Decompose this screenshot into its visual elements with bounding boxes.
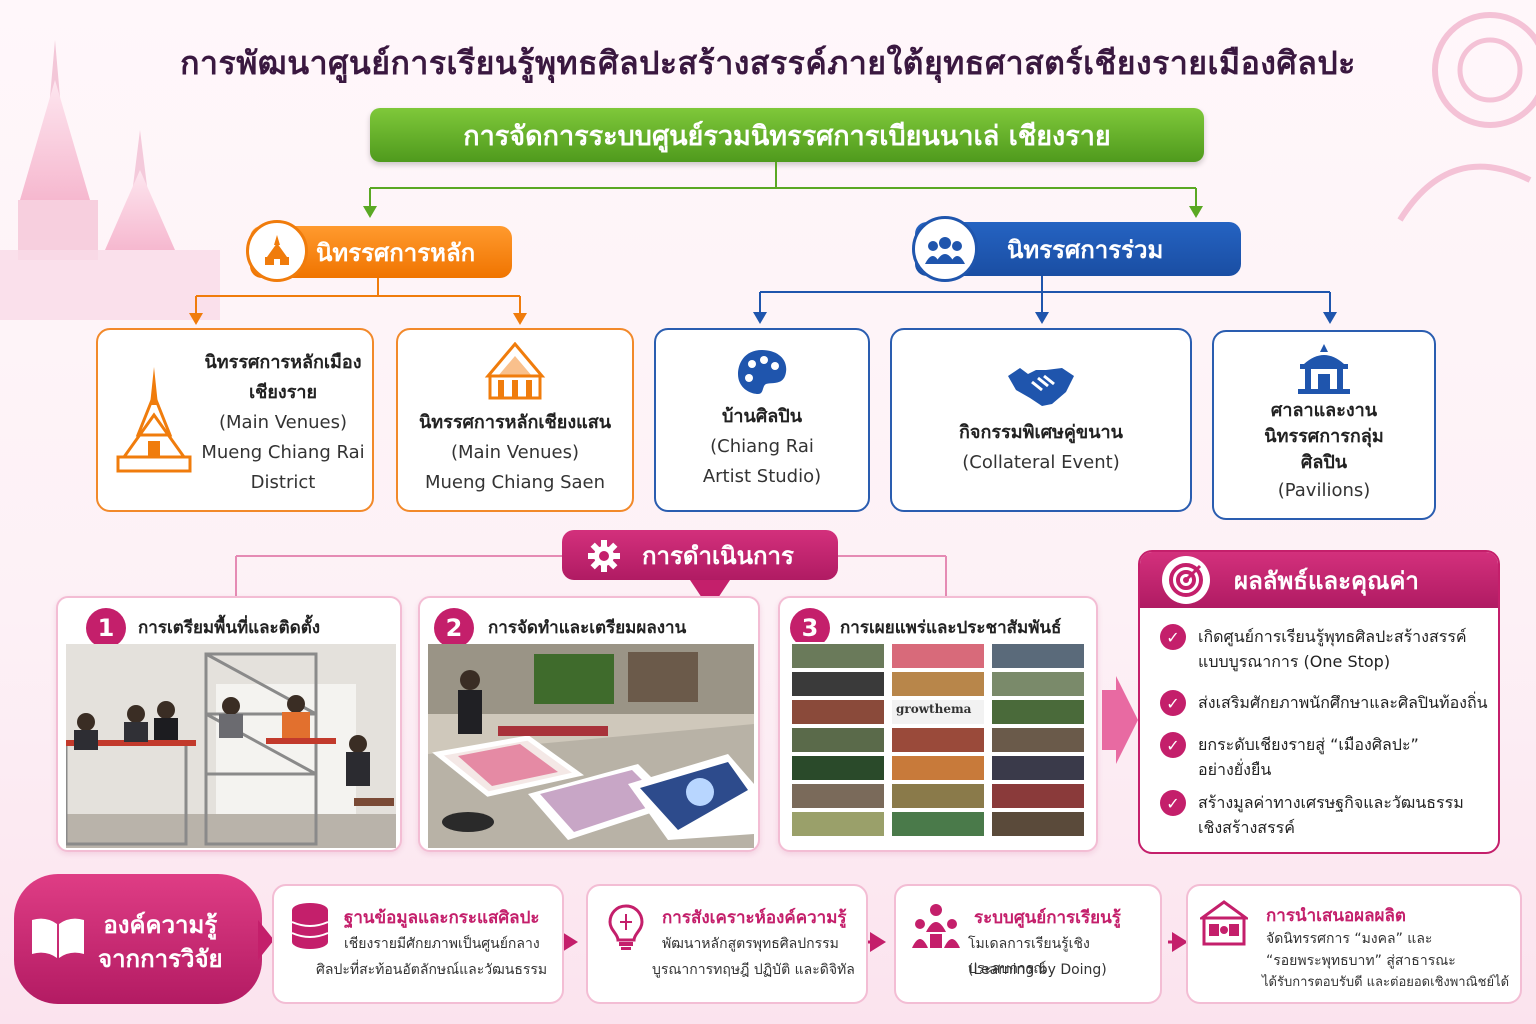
collateral-exhibition-label: นิทรรศการร่วม xyxy=(1007,235,1164,264)
step-number: 2 xyxy=(434,608,474,648)
collateral-subtitle: (Pavilions) xyxy=(1277,480,1371,501)
installation-photo xyxy=(66,644,396,848)
pavilions-card: ศาลาและงาน นิทรรศการกลุ่ม ศิลปิน (Pavili… xyxy=(1212,330,1436,520)
people-group-icon xyxy=(912,216,978,282)
step-panel-2: 2 การจัดทำและเตรียมผลงาน xyxy=(418,596,760,852)
step-label: การเตรียมพื้นที่และติดตั้ง xyxy=(138,618,321,638)
result-text: ส่งเสริมศักยภาพนักศึกษาและศิลปินท้องถิ่น xyxy=(1198,693,1488,712)
results-label: ผลลัพธ์และคุณค่า xyxy=(1234,566,1419,595)
target-icon xyxy=(1162,556,1210,604)
knowledge-card-text: ศิลปะที่สะท้อนอัตลักษณ์และวัฒนธรรม xyxy=(316,962,548,978)
knowledge-card-title: ฐานข้อมูลและกระแสศิลปะ xyxy=(344,908,540,928)
knowledge-card-learning-system: ระบบศูนย์การเรียนรู้ โมเดลการเรียนรู้เชิ… xyxy=(894,884,1162,1004)
collateral-title-line: นิทรรศการกลุ่ม xyxy=(1264,426,1384,447)
venue-title-line: เชียงราย xyxy=(248,382,318,403)
database-icon xyxy=(291,903,329,949)
knowledge-card-synthesis: การสังเคราะห์องค์ความรู้ พัฒนาหลักสูตรพุ… xyxy=(586,884,868,1004)
knowledge-card-text: โมเดลการเรียนรู้เชิงประสบการณ์ xyxy=(968,936,1090,977)
step-number: 3 xyxy=(790,608,830,648)
collateral-title: กิจกรรมพิเศษคู่ขนาน xyxy=(959,422,1123,443)
step-label: การเผยแพร่และประชาสัมพันธ์ xyxy=(840,618,1062,638)
results-panel: ผลลัพธ์และคุณค่า ✓ เกิดศูนย์การเรียนรู้พ… xyxy=(1138,550,1500,854)
venue-chiang-saen-card: นิทรรศการหลักเชียงแสน (Main Venues) Muen… xyxy=(396,328,634,512)
collateral-event-card: กิจกรรมพิเศษคู่ขนาน (Collateral Event) xyxy=(890,328,1192,512)
knowledge-label-line: องค์ความรู้ xyxy=(103,911,218,939)
venue-title: นิทรรศการหลักเชียงแสน xyxy=(419,412,611,433)
knowledge-label-line: จากการวิจัย xyxy=(98,945,223,973)
result-text: เกิดศูนย์การเรียนรู้พุทธศิลปะสร้างสรรค์ xyxy=(1198,627,1467,646)
handshake-icon xyxy=(1008,368,1074,406)
check-icon: ✓ xyxy=(1160,790,1186,816)
result-item: ✓ ยกระดับเชียงรายสู่ “เมืองศิลปะ” อย่างยั… xyxy=(1160,732,1490,782)
collateral-subtitle: Artist Studio) xyxy=(702,466,822,487)
knowledge-card-title: ระบบศูนย์การเรียนรู้ xyxy=(974,908,1121,928)
result-item: ✓ ส่งเสริมศักยภาพนักศึกษาและศิลปินท้องถิ… xyxy=(1160,690,1490,716)
gallery-icon xyxy=(1200,900,1248,946)
gear-icon xyxy=(588,540,620,578)
pavilion-icon xyxy=(1298,344,1350,394)
check-icon: ✓ xyxy=(1160,624,1186,650)
knowledge-card-text: จัดนิทรรศการ “มงคล” และ xyxy=(1266,931,1433,947)
knowledge-card-text: พัฒนาหลักสูตรพุทธศิลปกรรม xyxy=(662,936,839,952)
knowledge-card-title: การนำเสนอผลผลิต xyxy=(1266,906,1406,926)
check-icon: ✓ xyxy=(1160,690,1186,716)
publicity-thumbnail-grid: growthema xyxy=(792,642,1090,848)
venue-title-line: นิทรรศการหลักเมือง xyxy=(204,352,362,373)
growthema-thumbnail-text: growthema xyxy=(896,702,972,716)
palette-icon xyxy=(738,350,787,394)
knowledge-card-text: “รอยพระพุทธบาท” สู่สาธารณะ xyxy=(1266,953,1456,969)
step-panel-1: 1 การเตรียมพื้นที่และติดตั้ง xyxy=(56,596,402,852)
knowledge-card-text: ได้รับการตอบรับดี และต่อยอดเชิงพาณิชย์ได… xyxy=(1262,975,1510,990)
result-text: อย่างยั่งยืน xyxy=(1198,760,1272,779)
venue-chiang-rai-card: นิทรรศการหลักเมือง เชียงราย (Main Venues… xyxy=(96,328,374,512)
knowledge-card-text: เชียงรายมีศักยภาพเป็นศูนย์กลาง xyxy=(344,936,540,952)
knowledge-card-text: บูรณาการทฤษฎี ปฏิบัติ และดิจิทัล xyxy=(652,962,855,978)
learners-icon xyxy=(912,904,960,948)
pagoda-icon xyxy=(116,367,192,473)
lightbulb-icon xyxy=(608,904,644,950)
result-item: ✓ เกิดศูนย์การเรียนรู้พุทธศิลปะสร้างสรรค… xyxy=(1160,624,1490,674)
temple-decoration xyxy=(0,40,220,320)
step-number: 1 xyxy=(86,608,126,648)
operations-label: การดำเนินการ xyxy=(642,541,794,570)
knowledge-pill: องค์ความรู้ จากการวิจัย xyxy=(14,874,262,1004)
floral-decoration xyxy=(1397,12,1536,222)
knowledge-card-text: (Learning by Doing) xyxy=(968,962,1107,978)
pill-arrow xyxy=(258,920,274,960)
knowledge-card-output: การนำเสนอผลผลิต จัดนิทรรศการ “มงคล” และ … xyxy=(1186,884,1522,1004)
artist-studio-card: บ้านศิลปิน (Chiang Rai Artist Studio) xyxy=(654,328,870,512)
step-panel-3: 3 การเผยแพร่และประชาสัมพันธ์ growthema xyxy=(778,596,1098,852)
venue-subtitle: (Main Venues) xyxy=(219,412,347,433)
knowledge-card-database: ฐานข้อมูลและกระแสศิลปะ เชียงรายมีศักยภาพ… xyxy=(272,884,564,1004)
result-text: สร้างมูลค่าทางเศรษฐกิจและวัฒนธรรม xyxy=(1198,793,1464,812)
collateral-subtitle: (Collateral Event) xyxy=(962,452,1120,473)
venue-subtitle: (Main Venues) xyxy=(451,442,579,463)
book-icon xyxy=(32,918,84,958)
knowledge-card-title: การสังเคราะห์องค์ความรู้ xyxy=(662,908,847,928)
artwork-preparation-photo xyxy=(428,644,754,848)
operations-pill: การดำเนินการ xyxy=(562,530,838,580)
collateral-subtitle: (Chiang Rai xyxy=(710,436,814,457)
system-banner: การจัดการระบบศูนย์รวมนิทรรศการเบียนนาเล่… xyxy=(370,108,1204,162)
venue-subtitle: Mueng Chiang Rai xyxy=(201,442,365,463)
result-text: ยกระดับเชียงรายสู่ “เมืองศิลปะ” xyxy=(1198,735,1419,754)
collateral-title-line: ศิลปิน xyxy=(1300,452,1348,473)
temple-hall-icon xyxy=(484,342,546,400)
collateral-title-line: ศาลาและงาน xyxy=(1270,400,1378,421)
main-exhibition-label: นิทรรศการหลัก xyxy=(316,238,476,267)
check-icon: ✓ xyxy=(1160,732,1186,758)
step-label: การจัดทำและเตรียมผลงาน xyxy=(488,618,687,638)
collateral-title: บ้านศิลปิน xyxy=(721,406,803,427)
page-title: การพัฒนาศูนย์การเรียนรู้พุทธศิลปะสร้างสร… xyxy=(180,44,1356,82)
result-item: ✓ สร้างมูลค่าทางเศรษฐกิจและวัฒนธรรมเชิงส… xyxy=(1160,790,1490,840)
venue-subtitle: Mueng Chiang Saen xyxy=(424,472,606,493)
result-text: เชิงสร้างสรรค์ xyxy=(1198,818,1295,837)
result-text: แบบบูรณาการ (One Stop) xyxy=(1198,652,1391,671)
venue-subtitle: District xyxy=(250,472,316,493)
knowledge-label: องค์ความรู้ จากการวิจัย xyxy=(98,908,223,976)
temple-icon xyxy=(246,220,308,282)
